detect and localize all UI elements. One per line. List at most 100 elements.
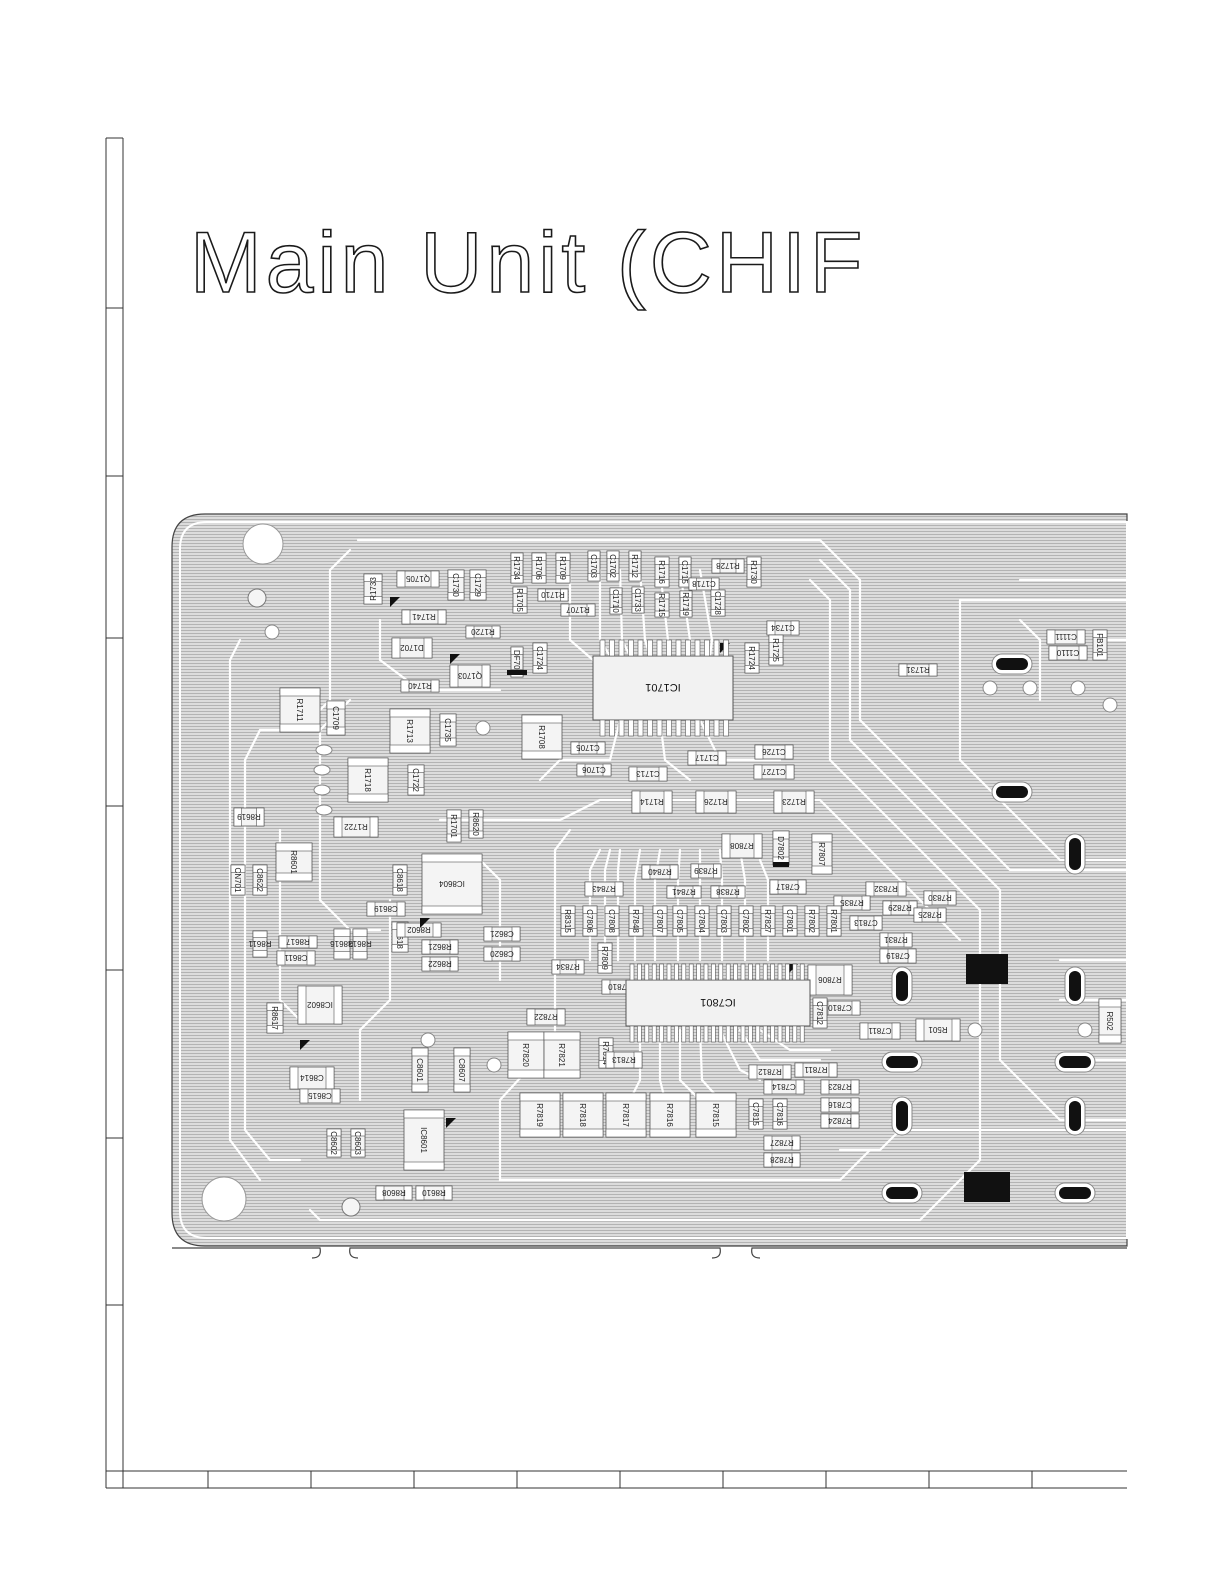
dark-pad — [964, 1172, 1010, 1202]
component-c7802: C7802 — [738, 905, 754, 937]
component-c7806: C7806 — [582, 905, 598, 937]
component-label: C8614 — [300, 1073, 324, 1082]
component-r1701: R1701 — [446, 809, 462, 843]
component-label: C1717 — [695, 753, 719, 762]
component-label: R8611 — [248, 939, 272, 948]
component-label: R1701 — [449, 814, 458, 838]
component-ic8602: IC8602 — [297, 985, 343, 1025]
component-ic8601: IC8601 — [403, 1109, 445, 1171]
component-label: C1724 — [535, 646, 544, 670]
component-c1709: C1709 — [326, 700, 346, 736]
component-label: R7848 — [631, 909, 640, 933]
component-r1724: R1724 — [744, 642, 760, 674]
component-label: R7808 — [730, 841, 754, 850]
component-label: R1725 — [771, 638, 780, 662]
component-label: C1713 — [636, 769, 660, 778]
component-label: R7841 — [672, 887, 696, 896]
component-label: C7810 — [828, 1003, 852, 1012]
component-c1111: C1111 — [1046, 629, 1086, 645]
component-c1735: C1735 — [439, 713, 457, 747]
component-label: R1709 — [558, 556, 567, 580]
component-label: R7820 — [521, 1043, 530, 1067]
component-label: C7817 — [776, 882, 800, 891]
component-label: R7835 — [840, 898, 864, 907]
component-d1702: D1702 — [391, 637, 433, 659]
component-label: R1708 — [537, 725, 546, 749]
component-label: D7802 — [776, 836, 785, 860]
component-r1734: R1734 — [510, 552, 524, 584]
component-r7802: R7802 — [804, 905, 820, 937]
component-label: C7801 — [785, 909, 794, 933]
component-c8621: C8621 — [483, 926, 521, 942]
component-r1723: R1723 — [773, 790, 815, 814]
component-r7817: R7817 — [605, 1092, 647, 1138]
component-c1715: C1715 — [678, 556, 692, 588]
component-label: R1722 — [344, 822, 368, 831]
component-label: R7825 — [918, 910, 942, 919]
component-r1741: R1741 — [401, 609, 447, 625]
component-label: C8601 — [415, 1058, 424, 1082]
component-r8616: R8616 — [330, 928, 354, 960]
component-label: C8621 — [490, 929, 514, 938]
component-label: R7812 — [758, 1067, 782, 1076]
component-label: R7831 — [884, 935, 908, 944]
component-label: C1706 — [582, 765, 606, 774]
component-r8613: R8613 — [348, 928, 372, 960]
component-r7821: R7821 — [543, 1031, 581, 1079]
ic-1701: IC1701 — [592, 639, 734, 737]
component-r7822: R7822 — [526, 1008, 566, 1026]
ic-1701-label: IC1701 — [645, 681, 680, 693]
component-label: C1110 — [1056, 648, 1079, 657]
component-r1731: R1731 — [898, 663, 938, 677]
component-r1726: R1726 — [695, 790, 737, 814]
component-c8622: C8622 — [252, 864, 268, 896]
component-label: C7813 — [854, 918, 878, 927]
component-label: R7827 — [763, 909, 772, 933]
component-label: R1705 — [515, 588, 524, 612]
board-edge-tabs — [172, 1247, 1127, 1259]
component-c1734: C1734 — [766, 620, 800, 636]
component-r502: R502 — [1098, 998, 1122, 1044]
component-r7834: R7834 — [551, 959, 585, 975]
component-r7807: R7807 — [811, 833, 833, 875]
component-label: C7805 — [675, 909, 684, 933]
component-r8620: R8620 — [468, 809, 484, 839]
component-label: C7815 — [751, 1102, 760, 1126]
component-r8601: R8601 — [275, 842, 313, 882]
component-r7831: R7831 — [879, 932, 913, 948]
component-r7835: R7835 — [833, 895, 871, 911]
component-r1728: R1728 — [711, 558, 745, 574]
pin1-marker — [420, 918, 430, 928]
slot-pads — [264, 624, 1118, 1204]
component-r501: R501 — [915, 1018, 961, 1042]
component-r8315: R8315 — [560, 905, 576, 937]
component-label: R7811 — [804, 1065, 828, 1074]
component-r8611: R8611 — [248, 930, 272, 958]
component-label: CN701 — [233, 868, 242, 893]
component-r1730: R1730 — [746, 556, 762, 588]
component-label: R1733 — [369, 577, 378, 601]
component-label: C8611 — [284, 953, 308, 962]
component-c7803: C7803 — [716, 905, 732, 937]
component-q1703: Q1703 — [449, 664, 491, 688]
component-c8601: C8601 — [411, 1047, 429, 1093]
component-label: R1730 — [749, 560, 758, 584]
component-r7843: R7843 — [584, 881, 624, 897]
component-r8617: R8617 — [266, 1002, 284, 1034]
component-label: C7814 — [772, 1082, 796, 1091]
component-c1718: C1718 — [688, 577, 720, 591]
component-label: R1711 — [295, 699, 304, 723]
component-label: C8620 — [490, 949, 514, 958]
component-r1725: R1725 — [768, 634, 784, 666]
component-c1726: C1726 — [754, 744, 794, 760]
component-label: R8613 — [348, 939, 372, 948]
component-label: C1718 — [692, 579, 716, 588]
component-label: C1728 — [713, 591, 722, 615]
component-label: D1702 — [400, 643, 424, 652]
component-c1722: C1722 — [407, 764, 425, 796]
component-c7816: C7816 — [820, 1097, 860, 1113]
component-label: C1702 — [608, 554, 617, 578]
component-r7801: R7801 — [826, 905, 842, 937]
mounting-holes — [201, 523, 361, 1222]
